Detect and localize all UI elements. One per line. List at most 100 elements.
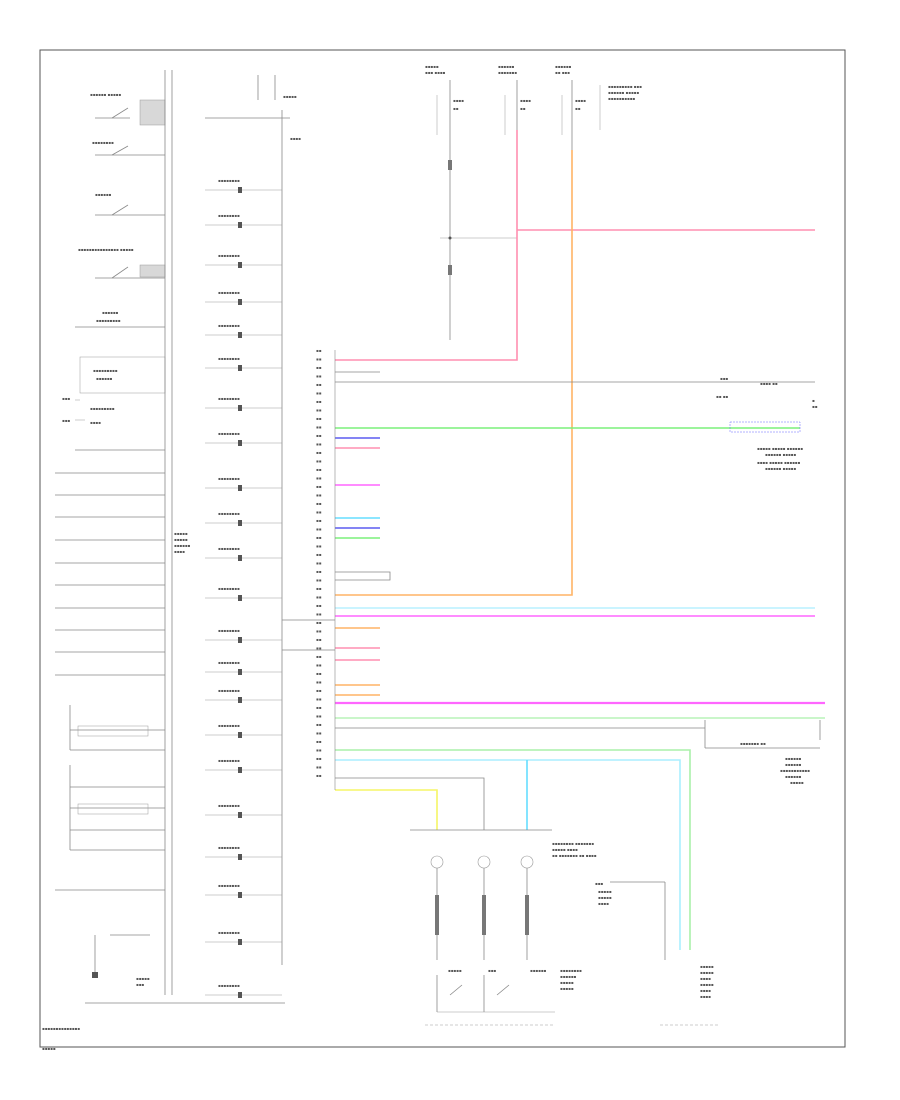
meter-row-label [208, 881, 268, 891]
svg-text:▪▪▪▪▪: ▪▪▪▪▪ [425, 64, 439, 69]
svg-text:▪▪▪▪▪▪▪ ▪▪: ▪▪▪▪▪▪▪ ▪▪ [740, 741, 766, 746]
svg-text:▪▪▪▪▪▪▪▪▪: ▪▪▪▪▪▪▪▪▪ [96, 318, 121, 323]
meter-row-node [238, 732, 242, 738]
meter-row-text: ▪▪▪▪▪▪▪▪ [218, 930, 240, 935]
svg-text:▪▪▪▪: ▪▪▪▪ [453, 98, 464, 103]
meter-row-label [208, 394, 268, 404]
connector-pin-label: ▪▪ [316, 654, 322, 659]
meter-row-label [208, 721, 268, 731]
meter-row-text: ▪▪▪▪▪▪▪▪ [218, 546, 240, 551]
svg-text:▪▪▪▪: ▪▪▪▪ [575, 98, 586, 103]
meter-row-text: ▪▪▪▪▪▪▪▪ [218, 253, 240, 258]
svg-text:▪▪▪▪: ▪▪▪▪ [700, 994, 711, 999]
wire-lightgreen-750 [335, 749, 691, 950]
meter-row-label [208, 658, 268, 668]
svg-text:▪▪▪▪▪: ▪▪▪▪▪ [560, 986, 574, 991]
connector-pin-label: ▪▪ [316, 680, 322, 685]
connector-pin-label: ▪▪ [316, 578, 322, 583]
svg-text:▪▪▪▪▪: ▪▪▪▪▪ [700, 964, 714, 969]
meter-indicator-rows: ▪▪▪▪▪▪▪▪▪▪▪▪▪▪▪▪▪▪▪▪▪▪▪▪▪▪▪▪▪▪▪▪▪▪▪▪▪▪▪▪… [205, 176, 322, 998]
svg-text:▪▪▪▪▪: ▪▪▪▪▪ [700, 982, 714, 987]
svg-text:▪▪: ▪▪ [575, 106, 581, 111]
meter-row-text: ▪▪▪▪▪▪▪▪ [218, 586, 240, 591]
svg-text:▪▪▪▪: ▪▪▪▪ [90, 420, 101, 425]
svg-text:▪▪▪▪▪: ▪▪▪▪▪ [700, 970, 714, 975]
connector-pin-label: ▪▪ [316, 688, 322, 693]
fuse-block: ▪▪▪▪▪ ▪▪▪ ▪▪▪▪ ▪▪▪▪ ▪▪ ▪▪▪▪▪▪ ▪▪▪▪▪▪▪ ▪▪… [425, 64, 642, 340]
meter-row-label [208, 474, 268, 484]
svg-text:▪▪▪ ▪▪▪▪: ▪▪▪ ▪▪▪▪ [425, 70, 446, 75]
meter-row-node [238, 485, 242, 491]
combination-meter: ▪▪▪▪▪ ▪▪▪▪▪ ▪▪▪▪▪▪ ▪▪▪▪ ▪▪▪▪▪ ▪▪▪▪ [164, 70, 301, 995]
wire-lightcyan-760 [335, 759, 681, 950]
connector-pin-label: ▪▪ [316, 425, 322, 430]
connector-pin-label: ▪▪ [316, 773, 322, 778]
meter-row-node [238, 892, 242, 898]
connector-pin-label: ▪▪ [316, 663, 322, 668]
svg-text:▪▪▪: ▪▪▪ [720, 376, 728, 381]
meter-row-label [208, 626, 268, 636]
svg-text:▪▪▪: ▪▪▪ [595, 881, 603, 886]
meter-row-label [208, 756, 268, 766]
connector-pin-label: ▪▪ [316, 408, 322, 413]
left-switch-column: ▪▪▪▪▪▪ ▪▪▪▪▪ ▪▪▪▪▪▪▪▪ ▪▪▪▪▪▪ ▪▪▪▪▪▪▪▪▪▪▪… [42, 92, 285, 1051]
svg-text:▪▪▪▪▪: ▪▪▪▪▪ [598, 895, 612, 900]
meter-row-node [238, 697, 242, 703]
meter-row-node [238, 405, 242, 411]
connector-pin-label: ▪▪ [316, 433, 322, 438]
svg-text:▪▪▪▪▪: ▪▪▪▪▪ [448, 968, 462, 973]
meter-row-text: ▪▪▪▪▪▪▪▪ [218, 758, 240, 763]
svg-text:▪▪▪▪▪: ▪▪▪▪▪ [174, 537, 188, 542]
meter-row-label [208, 686, 268, 696]
meter-row-label [208, 843, 268, 853]
meter-row-node [238, 854, 242, 860]
wire-orange-fuse3 [335, 150, 573, 596]
meter-row-node [238, 637, 242, 643]
svg-text:▪▪ ▪▪▪▪▪▪▪ ▪▪ ▪▪▪▪: ▪▪ ▪▪▪▪▪▪▪ ▪▪ ▪▪▪▪ [552, 853, 597, 858]
connector-pin-label: ▪▪ [316, 714, 322, 719]
meter-row-node [238, 187, 242, 193]
connector-pin-label: ▪▪ [316, 620, 322, 625]
colored-wires [282, 130, 825, 950]
svg-text:▪▪▪: ▪▪▪ [62, 418, 70, 423]
connector-pin-label: ▪▪ [316, 756, 322, 761]
meter-row-node [238, 812, 242, 818]
connector-pin-label: ▪▪ [316, 501, 322, 506]
connector-pin-label: ▪▪ [316, 595, 322, 600]
connector-pin-label: ▪▪ [316, 348, 322, 353]
meter-row-node [238, 222, 242, 228]
wire-gray-778 [335, 777, 485, 830]
connector-pin-label: ▪▪ [316, 518, 322, 523]
meter-row-text: ▪▪▪▪▪▪▪▪ [218, 476, 240, 481]
svg-text:▪▪▪▪▪▪: ▪▪▪▪▪▪ [555, 64, 572, 69]
meter-row-label [208, 251, 268, 261]
connector-pin-label: ▪▪ [316, 739, 322, 744]
connector-pin-label: ▪▪ [316, 646, 322, 651]
lower-switch-blocks: ▪▪▪▪▪ ▪▪▪ [55, 705, 165, 987]
svg-text:▪▪▪▪▪▪ ▪▪▪▪▪: ▪▪▪▪▪▪ ▪▪▪▪▪ [765, 452, 796, 457]
page-label: ▪▪▪▪▪ [42, 1046, 56, 1051]
meter-row-node [238, 262, 242, 268]
connector-pin-label: ▪▪ [316, 357, 322, 362]
svg-text:▪▪▪: ▪▪▪ [62, 396, 70, 401]
connector-pin-label: ▪▪ [316, 765, 322, 770]
svg-text:▪▪▪▪▪ ▪▪▪▪▪ ▪▪▪▪▪▪: ▪▪▪▪▪ ▪▪▪▪▪ ▪▪▪▪▪▪ [757, 446, 803, 451]
connector-pin-label: ▪▪ [316, 416, 322, 421]
svg-text:▪▪▪▪▪: ▪▪▪▪▪ [790, 780, 804, 785]
right-components: ▪▪▪ ▪▪▪▪ ▪▪ ▪▪ ▪▪ ▪ ▪▪ ▪▪▪▪▪ ▪▪▪▪▪ ▪▪▪▪▪… [335, 376, 821, 785]
connector-pin-label: ▪▪ [316, 603, 322, 608]
meter-row-label [208, 509, 268, 519]
svg-text:▪▪▪▪▪▪▪: ▪▪▪▪▪▪▪ [498, 70, 517, 75]
svg-text:▪▪▪▪: ▪▪▪▪ [290, 136, 301, 141]
svg-text:▪▪▪▪▪: ▪▪▪▪▪ [283, 94, 297, 99]
svg-text:▪▪: ▪▪ [520, 106, 526, 111]
connector-pin-label: ▪▪ [316, 637, 322, 642]
svg-text:▪▪▪▪▪▪: ▪▪▪▪▪▪ [785, 756, 802, 761]
svg-text:▪▪▪▪▪▪: ▪▪▪▪▪▪ [96, 376, 113, 381]
connector-pin-label: ▪▪ [316, 561, 322, 566]
meter-row-text: ▪▪▪▪▪▪▪▪ [218, 323, 240, 328]
meter-row-text: ▪▪▪▪▪▪▪▪ [218, 431, 240, 436]
bottom-left-label: ▪▪▪▪▪▪▪▪▪▪▪▪▪▪ [42, 1026, 80, 1031]
svg-text:▪▪: ▪▪ [812, 404, 818, 409]
